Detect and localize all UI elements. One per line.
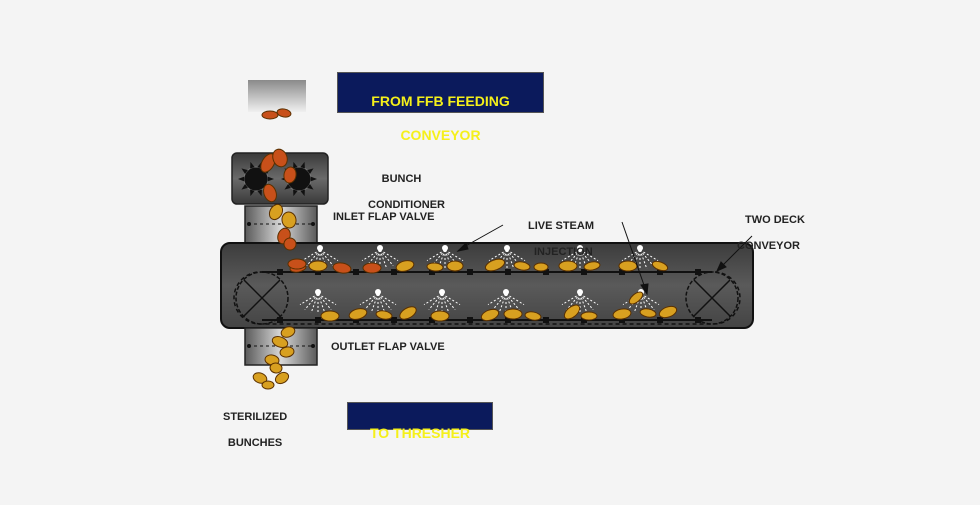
callout-arrows	[456, 221, 753, 296]
label-bunch-conditioner: BUNCH CONDITIONER	[368, 173, 445, 211]
deck-plates	[277, 269, 701, 323]
fruit-bunches	[252, 108, 678, 390]
feed-conveyor-box: FROM FFB FEEDING CONVEYOR	[337, 72, 544, 143]
label-two-deck-conveyor: TWO DECK CONVEYOR	[737, 214, 805, 252]
feed-hopper	[248, 80, 306, 112]
label-inlet-flap-valve: INLET FLAP VALVE	[333, 211, 435, 223]
feed-conveyor-line2: CONVEYOR	[400, 127, 481, 143]
thresher-label: TO THRESHER	[369, 425, 471, 441]
label-live-steam-injection: LIVE STEAM INJECTION	[528, 220, 595, 258]
label-outlet-flap-valve: OUTLET FLAP VALVE	[331, 341, 445, 353]
thresher-box: TO THRESHER	[347, 402, 493, 441]
label-sterilized-bunches: STERILIZED BUNCHES	[223, 411, 288, 449]
feed-conveyor-line1: FROM FFB FEEDING	[371, 93, 510, 109]
